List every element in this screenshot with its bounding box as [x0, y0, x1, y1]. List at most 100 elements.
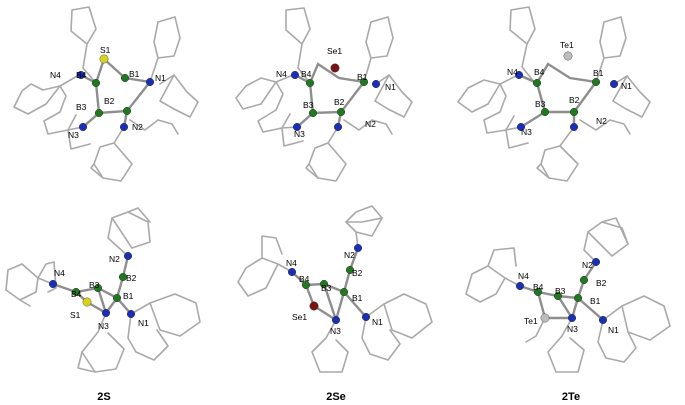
atom-boron: [532, 78, 542, 88]
label-B3: B3: [321, 283, 332, 293]
label-B4: B4: [71, 289, 82, 299]
label-B4: B4: [533, 282, 544, 292]
atom-sulfur: [99, 54, 109, 64]
atom-selenium: [309, 301, 319, 311]
atom-labels: N4 B4 B3 Te1 N2 B2 B1 N3 N1: [518, 260, 619, 335]
atom-nitrogen: [591, 257, 601, 267]
label-N3: N3: [98, 321, 109, 331]
atom-nitrogen: [361, 312, 371, 322]
atoms: [290, 63, 381, 132]
label-B2: B2: [596, 278, 607, 288]
label-B2: B2: [126, 273, 137, 283]
label-N1: N1: [138, 318, 149, 328]
atom-boron: [305, 78, 315, 88]
label-N4: N4: [286, 258, 297, 268]
atom-boron: [120, 73, 130, 83]
atom-boron: [573, 293, 583, 303]
atom-labels: Te1 B4 N4 B1 N1 B3 B2 N2 N3: [507, 40, 632, 137]
label-N1: N1: [155, 73, 166, 83]
caption-2Te: 2Te: [562, 391, 580, 403]
label-Se1: Se1: [292, 312, 307, 322]
core-bonds: [517, 62, 599, 129]
atoms: [76, 54, 155, 132]
atom-boron: [93, 283, 103, 293]
label-N1: N1: [372, 317, 383, 327]
label-Se1: Se1: [327, 46, 342, 56]
atom-boron: [339, 287, 349, 297]
label-B2: B2: [104, 96, 115, 106]
structure-2S-top-view: S1 B4 N4 B1 N1 B3 B2 N2 N3: [13, 6, 199, 182]
label-B1: B1: [593, 68, 604, 78]
atom-boron: [336, 107, 346, 117]
atom-nitrogen: [290, 70, 300, 80]
atoms: [48, 251, 136, 319]
atom-sulfur: [82, 297, 92, 307]
label-B4: B4: [534, 67, 545, 77]
label-B2: B2: [352, 268, 363, 278]
atom-boron: [122, 106, 132, 116]
label-N2: N2: [344, 250, 355, 260]
atom-labels: S1 B4 N4 B1 N1 B3 B2 N2 N3: [50, 45, 166, 140]
atom-nitrogen: [515, 281, 525, 291]
atom-nitrogen: [569, 122, 579, 132]
label-N4: N4: [518, 271, 529, 281]
cyclohexyl-substituents: [237, 205, 433, 373]
atoms: [515, 257, 608, 325]
label-Te1: Te1: [524, 316, 538, 326]
atom-nitrogen: [287, 267, 297, 277]
atom-nitrogen: [331, 315, 341, 325]
atom-nitrogen: [101, 308, 111, 318]
label-N3: N3: [68, 130, 79, 140]
atom-nitrogen: [516, 122, 526, 132]
label-N2: N2: [365, 119, 376, 129]
atom-boron: [553, 291, 563, 301]
label-B2: B2: [569, 95, 580, 105]
atom-nitrogen: [371, 79, 381, 89]
atom-boron: [91, 78, 101, 88]
atom-tellurium: [563, 51, 573, 61]
atom-boron: [540, 107, 550, 117]
atom-boron: [533, 287, 543, 297]
structure-2Te-side-view: N4 B4 B3 Te1 N2 B2 B1 N3 N1: [465, 217, 671, 373]
atom-labels: N4 B4 B3 Se1 N2 B2 B1 N3 N1: [286, 250, 383, 336]
atom-nitrogen: [598, 315, 608, 325]
cyclohexyl-substituents: [13, 6, 199, 182]
structure-2Se-side-view: N4 B4 B3 Se1 N2 B2 B1 N3 N1: [237, 205, 433, 373]
structure-2S-side-view: N4 B4 B3 S1 N2 B2 B1 N3 N1: [5, 207, 201, 373]
atom-boron: [118, 272, 128, 282]
atom-boron: [301, 280, 311, 290]
label-N3: N3: [330, 326, 341, 336]
label-B1: B1: [590, 296, 601, 306]
label-N1: N1: [608, 325, 619, 335]
atom-nitrogen: [119, 122, 129, 132]
label-N2: N2: [132, 122, 143, 132]
label-N3: N3: [294, 129, 305, 139]
atom-labels: N4 B4 B3 S1 N2 B2 B1 N3 N1: [54, 254, 149, 331]
label-B4: B4: [301, 69, 312, 79]
cyclohexyl-substituents: [457, 6, 651, 182]
atom-selenium: [330, 63, 340, 73]
cyclohexyl-substituents: [5, 207, 201, 373]
atom-boron: [591, 77, 601, 87]
label-B1: B1: [357, 72, 368, 82]
atom-nitrogen: [145, 77, 155, 87]
label-Te1: Te1: [560, 40, 574, 50]
atom-nitrogen: [353, 243, 363, 253]
atom-boron: [94, 108, 104, 118]
atom-boron: [345, 265, 355, 275]
label-B1: B1: [352, 293, 363, 303]
label-B2: B2: [334, 97, 345, 107]
label-B3: B3: [76, 102, 87, 112]
cyclohexyl-substituents: [465, 217, 671, 373]
atom-nitrogen: [333, 122, 343, 132]
atom-labels: Se1 B4 N4 B1 N1 B3 B2 N2 N3: [276, 46, 396, 139]
label-N2: N2: [596, 116, 607, 126]
label-N2: N2: [582, 260, 593, 270]
atom-boron: [569, 107, 579, 117]
label-B1: B1: [129, 69, 140, 79]
label-N3: N3: [567, 324, 578, 334]
label-B4: B4: [76, 70, 87, 80]
label-S1: S1: [100, 45, 111, 55]
label-B3: B3: [89, 280, 100, 290]
atom-nitrogen: [123, 251, 133, 261]
